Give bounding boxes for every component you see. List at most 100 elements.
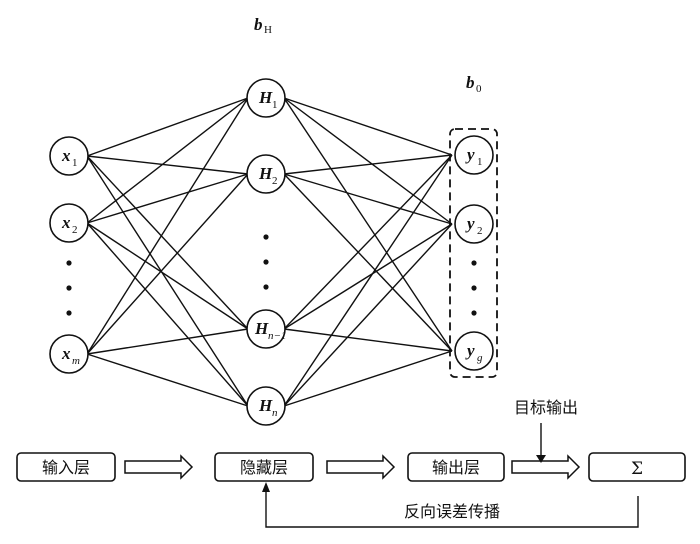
ellipsis-dot (471, 310, 477, 316)
connection-edge (86, 328, 249, 355)
bias-output-sub: 0 (476, 83, 482, 95)
node-subscript: 1 (72, 157, 78, 169)
node-subscript: 2 (477, 225, 483, 237)
bias-label-output: b 0 (466, 73, 482, 95)
ellipsis-dot (263, 259, 269, 265)
connection-edge (86, 155, 249, 330)
connection-edge (283, 223, 453, 407)
node-circle (49, 136, 89, 176)
ellipsis-dot (66, 285, 72, 291)
hidden-layer-rect (214, 452, 314, 482)
output-ellipsis (471, 260, 477, 316)
ellipsis-dot (66, 310, 72, 316)
hidden-layer-label: 隐藏层 (240, 458, 288, 477)
connection-edge (283, 173, 453, 225)
node-subscript: 1 (477, 156, 483, 168)
node-variable: H (258, 164, 273, 183)
connection-edge (283, 97, 453, 352)
bias-hidden-sub: H (264, 24, 272, 36)
node-subscript: 1 (272, 99, 278, 111)
node-circle (49, 203, 89, 243)
connection-edge (86, 173, 249, 355)
node-circle (246, 309, 286, 349)
connection-edge (283, 223, 453, 330)
connection-edge (86, 353, 249, 407)
output-layer-label: 输出层 (432, 458, 480, 477)
node-variable: y (465, 145, 475, 164)
hidden-ellipsis (263, 234, 269, 290)
node-variable: H (258, 396, 273, 415)
input-ellipsis (66, 260, 72, 316)
sum-rect (588, 452, 686, 482)
bias-hidden-base: b (254, 15, 263, 34)
backprop-arrowhead-icon (262, 482, 270, 492)
connection-edge (86, 97, 249, 157)
flow-chart: 输入层 隐藏层 输出层 Σ 目标输出 反向误差传播 (16, 398, 686, 528)
node-variable: y (465, 214, 475, 233)
connection-edge (86, 222, 249, 330)
connection-edge (283, 328, 453, 352)
node-subscript: 2 (272, 175, 278, 187)
input-layer-box: 输入层 (16, 452, 116, 482)
output-layer-rect (407, 452, 505, 482)
hidden-layer-box: 隐藏层 (214, 452, 314, 482)
connection-edge (283, 97, 453, 225)
output-group-box (449, 128, 498, 378)
bias-output-base: b (466, 73, 475, 92)
ellipsis-dot (263, 234, 269, 240)
connection-edge (283, 154, 453, 407)
connection-edge (283, 97, 453, 156)
node-circle (454, 135, 494, 175)
connection-edge (283, 154, 453, 175)
node-circle (246, 386, 286, 426)
connection-edge (86, 173, 249, 224)
node-variable: H (258, 88, 273, 107)
backprop-label: 反向误差传播 (404, 502, 500, 521)
output-layer-box: 输出层 (407, 452, 505, 482)
node-variable: x (61, 213, 71, 232)
sum-symbol: Σ (631, 459, 643, 479)
connection-edge (86, 97, 249, 355)
input-layer-rect (16, 452, 116, 482)
network-edges (86, 97, 453, 407)
flow-arrow-hidden-to-output (326, 454, 396, 480)
ellipsis-dot (66, 260, 72, 266)
node-variable: x (61, 146, 71, 165)
ellipsis-dot (263, 284, 269, 290)
node-circle (246, 78, 286, 118)
node-circle (246, 154, 286, 194)
input-layer-label: 输入层 (42, 458, 90, 477)
node-subscript: m (72, 355, 80, 367)
node-circle (49, 334, 89, 374)
connection-edge (86, 155, 249, 407)
node-subscript: g (477, 352, 483, 364)
node-subscript: 2 (72, 224, 78, 236)
sum-box: Σ (588, 452, 686, 482)
node-variable: y (465, 341, 475, 360)
node-variable: H (254, 319, 269, 338)
flow-arrow-output-to-sum (511, 454, 581, 480)
connection-edge (86, 155, 249, 175)
backprop-line (265, 491, 639, 528)
node-variable: x (61, 344, 71, 363)
node-subscript: n (272, 407, 278, 419)
connection-edge (283, 154, 453, 330)
node-circle (454, 331, 494, 371)
flow-arrow-input-to-hidden (124, 454, 194, 480)
ellipsis-dot (471, 285, 477, 291)
node-subscript: n−1 (268, 330, 286, 342)
node-circle (454, 204, 494, 244)
connection-edge (283, 173, 453, 352)
ellipsis-dot (471, 260, 477, 266)
